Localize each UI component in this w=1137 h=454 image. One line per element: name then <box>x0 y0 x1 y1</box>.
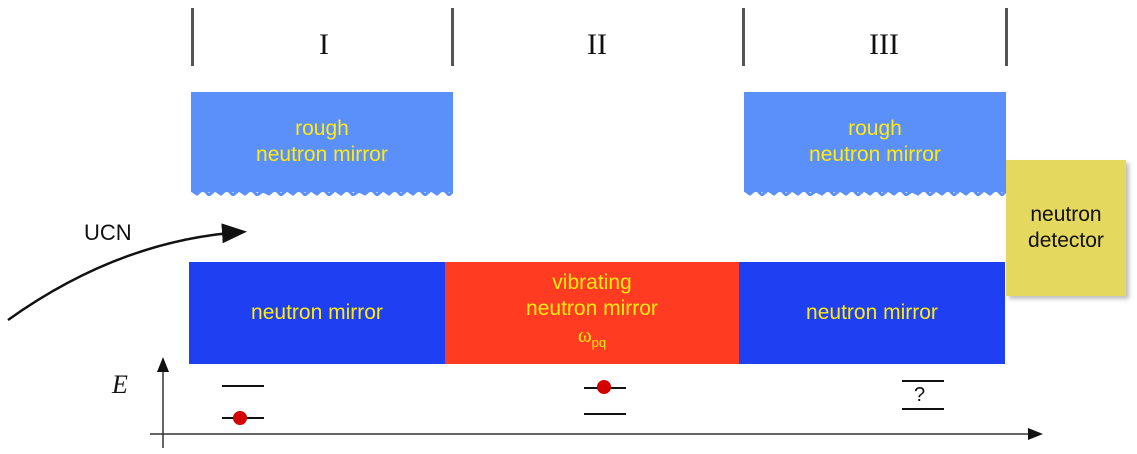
region-divider-3 <box>742 8 745 66</box>
vibrating-mirror-frequency: ωpq <box>526 322 658 356</box>
neutron-mirror-left: neutron mirror <box>189 262 445 364</box>
vibrating-mirror-line1: vibrating <box>552 270 632 294</box>
vibrating-mirror-line2: neutron mirror <box>526 296 658 320</box>
state-dot-region2 <box>597 380 611 394</box>
omega-subscript: pq <box>591 335 607 351</box>
neutron-detector: neutron detector <box>1006 160 1126 296</box>
unknown-state-label: ? <box>914 384 926 406</box>
rough-edge-left <box>191 188 453 196</box>
neutron-mirror-left-label: neutron mirror <box>251 301 383 324</box>
rough-edge-right <box>744 188 1006 196</box>
rough-mirror-right-line2: neutron mirror <box>809 143 941 166</box>
rough-mirror-right-line1: rough <box>848 117 902 140</box>
neutron-mirror-right-label: neutron mirror <box>806 301 938 324</box>
detector-line2: detector <box>1028 229 1104 252</box>
region-label-3: III <box>869 28 899 61</box>
ucn-trajectory-arrow <box>7 223 247 322</box>
rough-mirror-left-line2: neutron mirror <box>256 143 388 166</box>
rough-mirror-left: rough neutron mirror <box>191 92 453 196</box>
region-divider-2 <box>451 8 454 66</box>
rough-mirror-right: rough neutron mirror <box>744 92 1006 196</box>
ucn-label: UCN <box>84 220 132 245</box>
rough-mirror-left-line1: rough <box>295 117 349 140</box>
detector-line1: neutron <box>1030 203 1102 226</box>
omega-symbol: ω <box>577 322 592 347</box>
region-label-1: I <box>319 28 329 61</box>
neutron-mirror-right: neutron mirror <box>739 262 1005 364</box>
region-divider-1 <box>191 8 194 66</box>
state-dot-region1 <box>233 411 247 425</box>
energy-axis-label: E <box>112 370 128 399</box>
region-label-2: II <box>587 28 607 61</box>
region-divider-4 <box>1005 8 1008 66</box>
vibrating-neutron-mirror: vibrating neutron mirror ωpq <box>445 262 739 364</box>
